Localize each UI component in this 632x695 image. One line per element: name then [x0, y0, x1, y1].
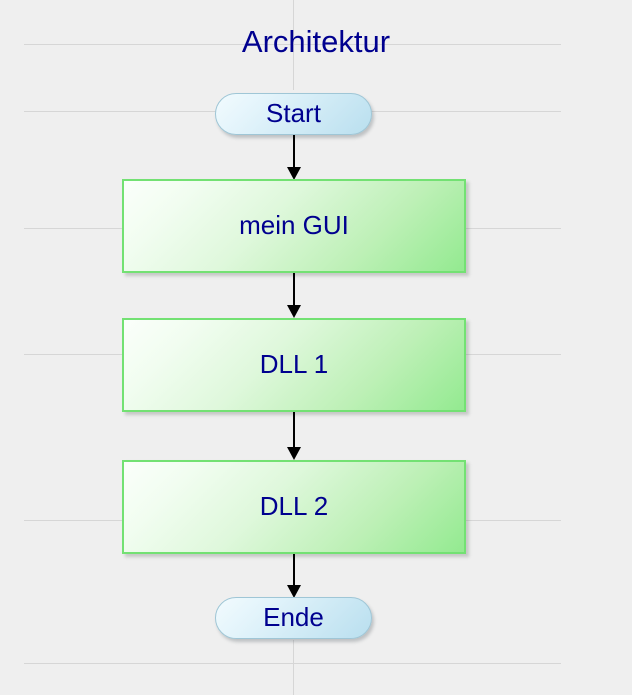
arrow-down-icon [287, 412, 301, 460]
node-start[interactable]: Start [215, 93, 372, 135]
node-dll-1[interactable]: DLL 1 [122, 318, 466, 412]
grid-line-horizontal [24, 44, 561, 45]
arrow-down-icon [287, 554, 301, 598]
node-ende[interactable]: Ende [215, 597, 372, 639]
node-dll-1-label: DLL 1 [259, 349, 329, 379]
node-dll-2-label: DLL 2 [259, 491, 329, 521]
page-title: Architektur [241, 24, 391, 59]
node-ende-label: Ende [263, 602, 324, 632]
node-mein-gui[interactable]: mein GUI [122, 179, 466, 273]
arrow-down-icon [287, 135, 301, 180]
node-mein-gui-label: mein GUI [239, 210, 349, 240]
connector-start-to-gui [285, 135, 303, 180]
grid-line-vertical [293, 640, 294, 695]
node-start-label: Start [266, 98, 321, 128]
connector-dll1-to-dll2 [285, 412, 303, 460]
connector-dll2-to-ende [285, 554, 303, 598]
grid-line-vertical [293, 0, 294, 90]
grid-line-horizontal [24, 663, 561, 664]
arrow-down-icon [287, 273, 301, 318]
node-dll-2[interactable]: DLL 2 [122, 460, 466, 554]
connector-gui-to-dll1 [285, 273, 303, 318]
